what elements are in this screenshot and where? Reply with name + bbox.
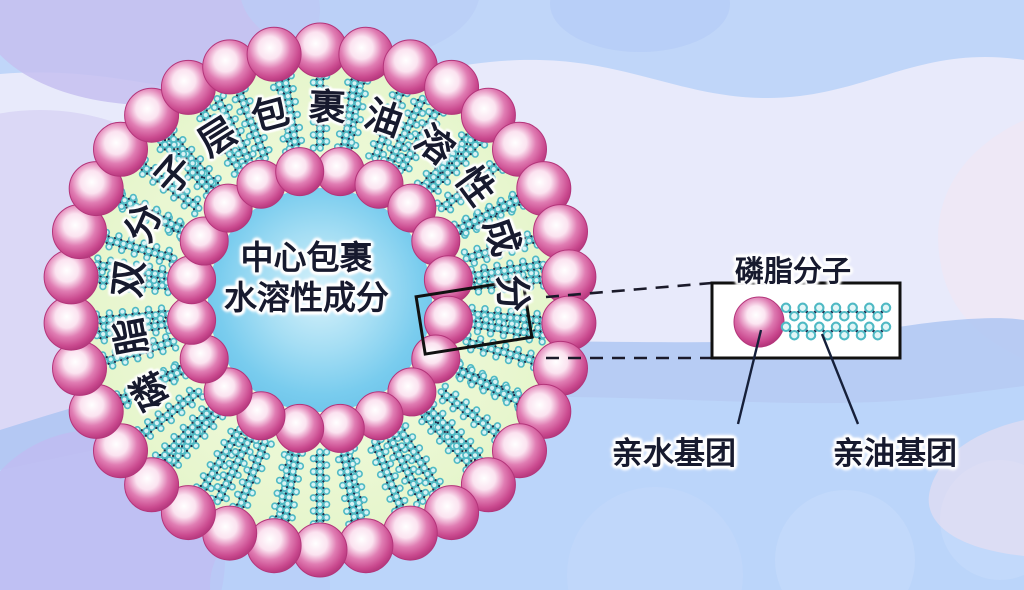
panel-leader-lines: [736, 329, 860, 425]
core-caption-line2: 水溶性成分: [224, 278, 389, 318]
lipid-head: [275, 147, 325, 197]
panel-tail-chains: [780, 302, 892, 341]
callout-selection-box[interactable]: [414, 278, 534, 356]
bg-circle-bottom-right1: [567, 487, 743, 590]
callout-connector-lines: [545, 281, 713, 360]
core-caption-line1: 中心包裹: [240, 238, 373, 277]
leader-line-tail: [820, 333, 860, 425]
connector-line-top: [545, 281, 713, 299]
core-caption: 中心包裹 水溶性成分: [224, 238, 389, 319]
leader-line-head: [736, 329, 763, 425]
label-hydrophilic-head: 亲水基团: [612, 436, 736, 472]
bg-blob-blue-top2: [550, 0, 730, 52]
aqueous-core: [208, 188, 432, 412]
lipid-heads-outer-leaflet: [43, 22, 597, 578]
panel-title: 磷脂分子: [735, 254, 852, 288]
lipid-tails-inner-leaflet: [91, 71, 548, 528]
label-lipophilic-tail: 亲油基团: [833, 436, 957, 472]
bg-wisp-pink: [928, 420, 1024, 556]
bg-blob-right-pink: [938, 120, 1024, 360]
bg-circle-bottom-right2: [775, 490, 915, 590]
lipid-head: [246, 26, 302, 82]
